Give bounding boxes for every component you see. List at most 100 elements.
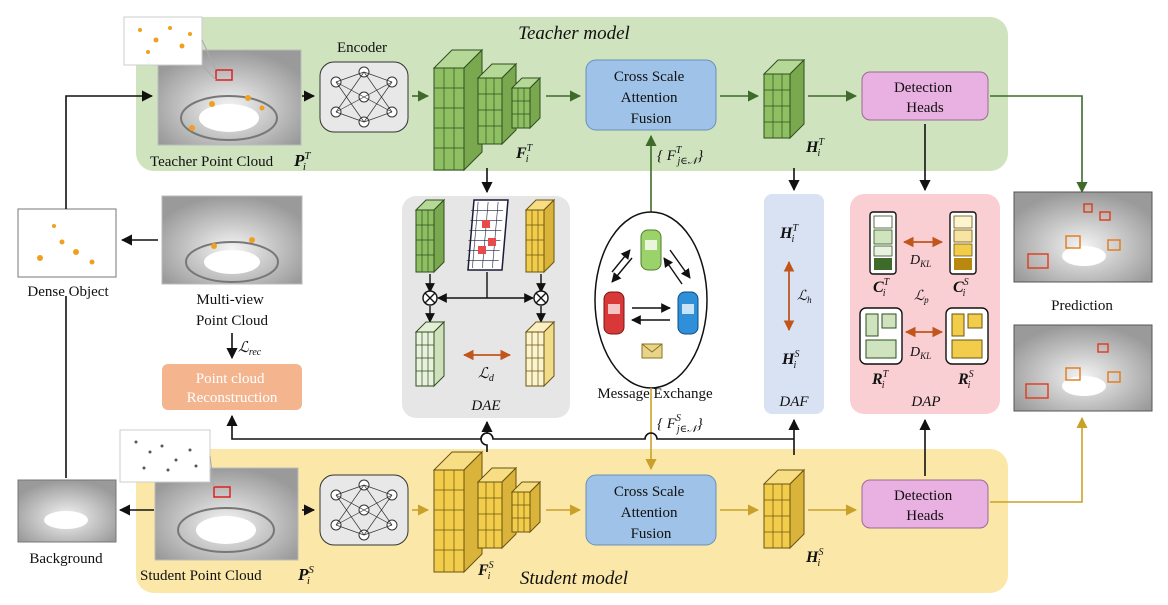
student-point-cloud-label: Student Point Cloud (140, 568, 262, 584)
reconstruction-line-1: Point cloud (196, 371, 265, 387)
l-rec-symbol: ℒ (238, 340, 250, 356)
car-red-icon (603, 291, 625, 335)
dense-object-image (17, 208, 117, 278)
teacher-msg-sub: j∈𝒩 (675, 156, 700, 167)
student-point-cloud-image (119, 429, 299, 561)
teacher-detection-line-2: Heads (906, 100, 944, 116)
teacher-fusion-line-1: Cross Scale (614, 69, 685, 85)
student-h-feature (762, 468, 806, 550)
svg-text:PSi: PSi (297, 564, 314, 587)
svg-text:PTi: PTi (293, 150, 311, 173)
dap-dkl-bottom: D (909, 345, 920, 360)
svg-text:HTi: HTi (805, 137, 825, 159)
teacher-h-symbol: H (805, 139, 819, 156)
svg-text:ℒrec: ℒrec (238, 340, 262, 358)
teacher-msg-sup: T (676, 145, 683, 156)
student-black-arrows (226, 414, 931, 516)
multiview-line-2: Point Cloud (196, 313, 269, 329)
l-p-sub: p (923, 295, 929, 305)
dae-student-cube (524, 198, 556, 274)
teacher-pc-sub: i (303, 161, 306, 173)
student-detection-box (861, 479, 989, 529)
student-msg-close: } (697, 416, 703, 432)
student-pc-sup: S (308, 564, 314, 576)
car-green-icon (640, 229, 662, 271)
teacher-pc-sup: T (304, 150, 311, 162)
l-d-symbol: ℒ (478, 366, 490, 382)
svg-text:ℒp: ℒp (914, 289, 929, 305)
svg-text:FSi: FSi (477, 560, 494, 582)
dap-rs-sub: i (968, 380, 971, 391)
multiview-line-1: Multi-view (196, 292, 264, 308)
svg-text:HSi: HSi (781, 349, 799, 371)
student-title: Student model (520, 568, 628, 589)
multiview-point-cloud-image (161, 195, 303, 285)
teacher-fusion-line-2: Attention (621, 90, 678, 106)
svg-text:Detection Heads: Detection Heads (894, 488, 956, 524)
teacher-black-arrows (302, 90, 931, 194)
student-fusion-line-1: Cross Scale (614, 484, 685, 500)
svg-text:Multi-view Point Cloud: Multi-view Point Cloud (196, 292, 269, 329)
message-exchange-label: Message Exchange (597, 386, 713, 402)
teacher-f-symbol: F (515, 145, 527, 162)
student-h-symbol: H (805, 549, 819, 566)
svg-text:Cross Scale Attention: Cross Scale Attention Fusion (614, 69, 688, 127)
prediction-label: Prediction (1051, 298, 1113, 314)
teacher-msg-close: } (697, 148, 703, 164)
dap-cs-bar (949, 211, 977, 275)
dae-student-out-cube (524, 320, 556, 388)
daf-ht-sup: T (792, 223, 799, 234)
student-fusion-line-3: Fusion (631, 526, 672, 542)
student-f-sup: S (489, 560, 494, 571)
dap-dkl-top-sub: KL (919, 259, 931, 269)
teacher-point-cloud-label: Teacher Point Cloud (150, 154, 274, 170)
dap-dkl-top: D (909, 253, 920, 268)
dae-multiply-right-icon (533, 290, 549, 306)
exchange-arrows (611, 249, 691, 325)
dap-rt-sup: T (883, 369, 890, 380)
teacher-h-feature (762, 58, 806, 140)
teacher-fusion-box (585, 59, 717, 131)
left-black-arrows (65, 90, 238, 516)
teacher-encoder-network (319, 61, 409, 133)
student-detection-line-2: Heads (906, 508, 944, 524)
student-h-sup: S (818, 547, 823, 558)
dap-ct-symbol: C (873, 279, 884, 296)
dap-rt-boxes (859, 307, 903, 365)
daf-hs-sup: S (794, 349, 799, 360)
dense-object-label: Dense Object (27, 284, 109, 300)
svg-text:DKL: DKL (909, 345, 931, 361)
svg-text:ℒh: ℒh (797, 289, 812, 305)
dae-attention-grid (466, 199, 509, 271)
dap-rt-sub: i (882, 380, 885, 391)
dae-teacher-out-cube (414, 320, 446, 388)
dap-dkl-bottom-sub: KL (919, 351, 931, 361)
teacher-arrows (412, 90, 1088, 212)
student-msg-sup: S (676, 413, 681, 424)
svg-text:Detection Heads: Detection Heads (894, 80, 956, 116)
svg-text:DKL: DKL (909, 253, 931, 269)
teacher-title: Teacher model (518, 23, 630, 44)
dap-rt-symbol: R (871, 371, 883, 388)
student-pc-sub: i (307, 575, 310, 587)
teacher-f-sub: i (526, 154, 529, 165)
dap-cs-sup: S (964, 277, 969, 288)
l-rec-sub: rec (249, 347, 262, 358)
teacher-h-sub: i (817, 148, 820, 159)
svg-text:RTi: RTi (871, 369, 890, 391)
svg-text:HSi: HSi (805, 547, 823, 569)
student-arrows (412, 388, 1088, 516)
daf-hs-symbol: H (781, 351, 795, 368)
background-label: Background (29, 551, 103, 567)
student-f-symbol: F (477, 562, 489, 579)
dap-rs-symbol: R (957, 371, 969, 388)
dae-multiply-left-icon (422, 290, 438, 306)
svg-text:HTi: HTi (779, 223, 799, 245)
teacher-f-sup: T (527, 143, 534, 154)
dap-cs-symbol: C (953, 279, 964, 296)
teacher-fusion-line-3: Fusion (631, 111, 672, 127)
prediction-top-image (1013, 191, 1153, 283)
dap-ct-sub: i (883, 288, 886, 299)
svg-text:CTi: CTi (873, 277, 891, 299)
